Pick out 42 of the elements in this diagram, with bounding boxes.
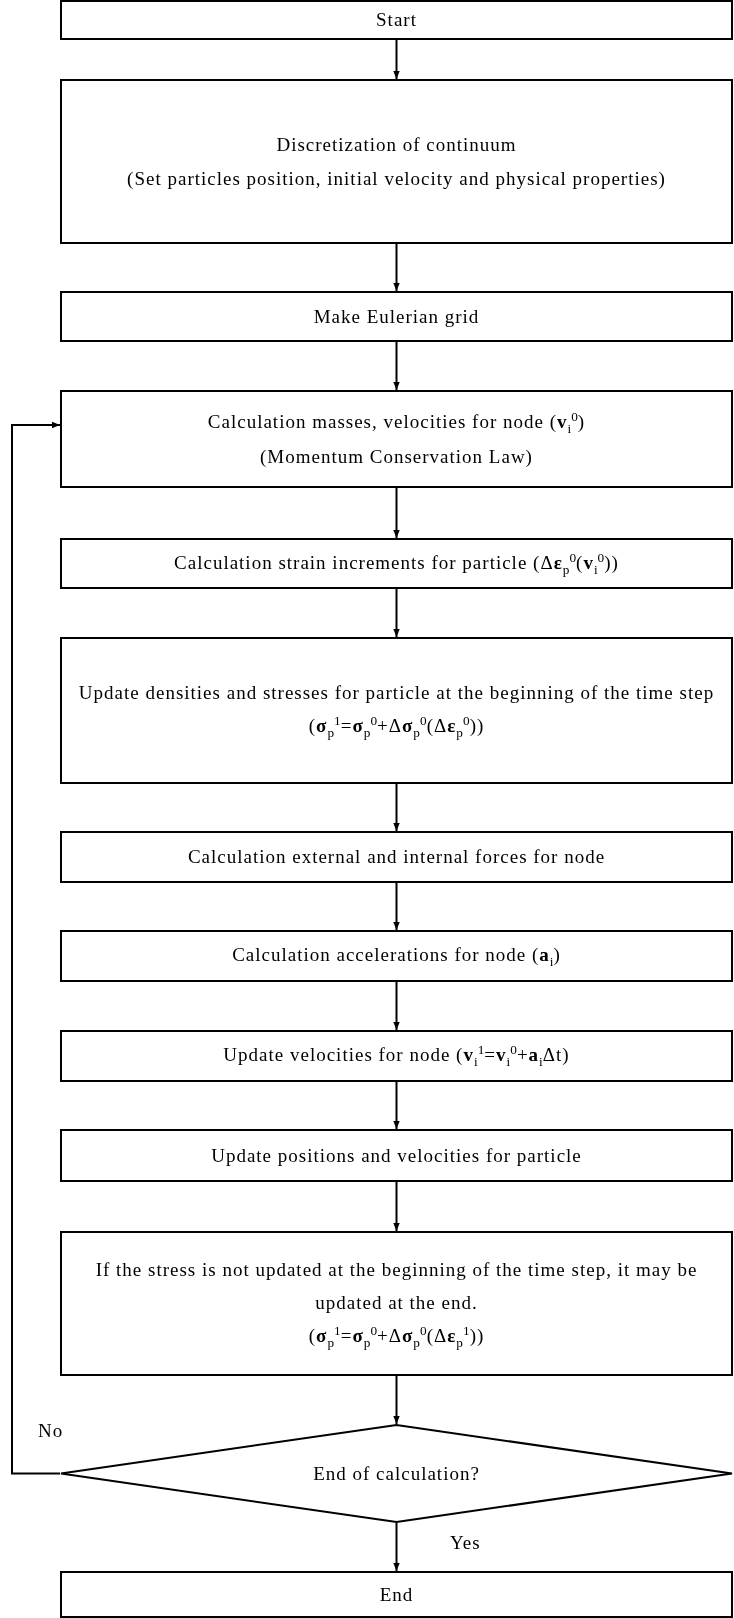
step-text: Discretization of continuum bbox=[275, 133, 518, 158]
arrow bbox=[393, 487, 400, 539]
arrow bbox=[393, 1181, 400, 1232]
process-box bbox=[60, 930, 733, 982]
step-text: End bbox=[378, 1582, 415, 1607]
arrow bbox=[11, 421, 61, 1475]
arrow bbox=[393, 1522, 400, 1572]
process-box bbox=[60, 831, 733, 883]
arrow bbox=[393, 243, 400, 292]
arrow bbox=[393, 1375, 400, 1425]
process-box bbox=[60, 1030, 733, 1082]
arrow bbox=[393, 588, 400, 638]
step-text: Calculation external and internal forces for node bbox=[186, 845, 607, 870]
arrow bbox=[393, 1081, 400, 1130]
arrow bbox=[393, 882, 400, 931]
step-text: (Momentum Conservation Law) bbox=[259, 445, 534, 470]
process-box bbox=[60, 1231, 733, 1376]
arrow bbox=[393, 981, 400, 1031]
step-text: Calculation accelerations for node (a$_{i}$) bbox=[231, 943, 562, 972]
process-box bbox=[60, 291, 733, 342]
step-text: Calculation masses, velocities for node (v$_{i}$$^{0}$) bbox=[206, 407, 587, 438]
process-box bbox=[60, 637, 733, 784]
step-text: Update densities and stresses for particle at the beginning of the time step bbox=[77, 681, 716, 706]
process-box bbox=[60, 0, 733, 40]
step-text: (Set particles position, initial velocity and physical properties) bbox=[126, 166, 667, 191]
arrow bbox=[393, 39, 400, 80]
step-text: Start bbox=[375, 8, 418, 33]
process-box bbox=[60, 79, 733, 244]
process-box bbox=[60, 390, 733, 488]
step-text: Update positions and velocities for particle bbox=[210, 1143, 583, 1168]
step-text: (σ$_{p}$$^{1}$=σ$_{p}$$^{0}$+Δσ$_{p}$$^{0}$(Δε$_{p}$$^{0}$)) bbox=[307, 712, 486, 743]
step-text: (σ$_{p}$$^{1}$=σ$_{p}$$^{0}$+Δσ$_{p}$$^{0}$(Δε$_{p}$$^{1}$)) bbox=[307, 1322, 486, 1353]
step-text: Update velocities for node (v$_{i}$$^{1}$=v$_{i}$$^{0}$+a$_{i}$Δt) bbox=[222, 1041, 571, 1072]
arrow bbox=[393, 341, 400, 391]
process-box bbox=[60, 1571, 733, 1618]
process-box bbox=[60, 538, 733, 589]
step-text: If the stress is not updated at the beginning of the time step, it may be updated at the end. bbox=[94, 1257, 699, 1315]
process-box bbox=[60, 1129, 733, 1182]
step-text: Calculation strain increments for particle (Δε$_{p}$$^{0}$(v$_{i}$$^{0}$)) bbox=[173, 548, 620, 579]
decision-text: End of calculation? bbox=[312, 1461, 481, 1486]
arrow bbox=[393, 783, 400, 832]
step-text: Make Eulerian grid bbox=[312, 304, 481, 329]
